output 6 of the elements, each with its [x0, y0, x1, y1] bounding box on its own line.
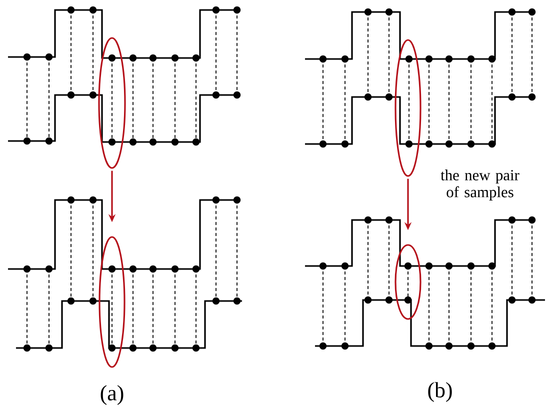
panel-label: (b)	[428, 382, 452, 402]
highlight-ellipse	[98, 37, 126, 169]
highlight-ellipse	[98, 236, 126, 368]
note-text: the new pair of samples	[440, 170, 520, 200]
highlight-ellipse	[394, 244, 422, 320]
highlight-ellipse	[394, 39, 422, 177]
